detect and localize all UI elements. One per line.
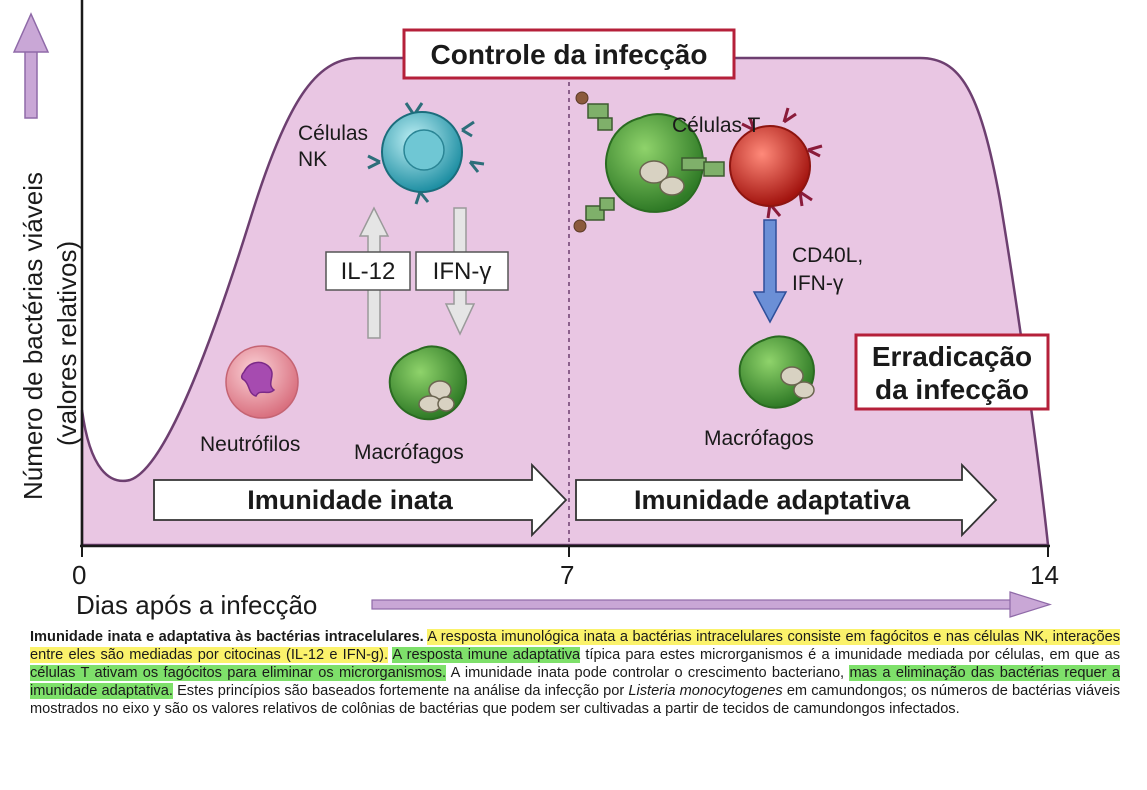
x-axis-arrow — [371, 591, 1053, 618]
caption-text-9: em camundongos; os números de bactérias … — [30, 683, 1121, 717]
svg-text:Controle da infecção: Controle da infecção — [431, 39, 708, 70]
t-cells-label: Células T — [672, 114, 760, 137]
caption-highlight-2: A resposta imune adaptativa — [392, 647, 581, 663]
macrophage-activated — [573, 91, 725, 233]
macrophage-right — [738, 335, 815, 409]
bacteria-curve — [80, 56, 1050, 547]
cd40l-arrow — [752, 219, 788, 324]
figure-caption: Imunidade inata e adaptativa às bactéria… — [30, 628, 1120, 718]
ifng-label-box: IFN-γ — [415, 251, 509, 291]
neutrophil-cell — [225, 345, 299, 419]
nk-label-2: NK — [298, 148, 327, 171]
x-tick-label-0: 0 — [72, 560, 86, 590]
adaptive-immunity-arrow: Imunidade adaptativa — [575, 462, 998, 538]
macrophage-left — [388, 345, 467, 421]
svg-text:Imunidade adaptativa: Imunidade adaptativa — [634, 485, 911, 515]
x-tick-label-14: 14 — [1030, 560, 1059, 590]
x-tick-label-7: 7 — [560, 560, 574, 590]
caption-text-7: Estes princípios são baseados fortemente… — [177, 683, 625, 699]
control-infection-box: Controle da infecção — [402, 28, 736, 80]
infection-diagram: Número de bactérias viáveis (valores rel… — [12, 0, 1059, 620]
svg-text:IL-12: IL-12 — [341, 258, 396, 285]
svg-text:IFN-γ: IFN-γ — [433, 258, 492, 285]
svg-text:Erradicação: Erradicação — [872, 341, 1032, 372]
x-axis-label: Dias após a infecção — [76, 590, 317, 620]
y-axis-label-sub: (valores relativos) — [52, 241, 82, 446]
macrophages-left-label: Macrófagos — [354, 441, 464, 464]
nk-label: Células — [298, 122, 368, 145]
svg-text:da infecção: da infecção — [875, 374, 1029, 405]
il12-label-box: IL-12 — [325, 251, 411, 291]
innate-immunity-arrow: Imunidade inata — [153, 462, 568, 538]
caption-title: Imunidade inata e adaptativa às bactéria… — [30, 629, 424, 645]
caption-text-3: típica para estes microrganismos é a imu… — [585, 647, 1121, 663]
cd40l-label: CD40L, — [792, 244, 863, 267]
y-axis-arrow — [12, 12, 50, 119]
y-axis-label: Número de bactérias viáveis — [18, 172, 48, 500]
nk-cell — [367, 102, 485, 205]
eradication-box: Erradicação da infecção — [854, 333, 1050, 411]
caption-text-5: A imunidade inata pode controlar o cresc… — [450, 665, 845, 681]
svg-text:Imunidade inata: Imunidade inata — [247, 485, 454, 515]
neutrophils-label: Neutrófilos — [200, 433, 300, 456]
macrophages-right-label: Macrófagos — [704, 427, 814, 450]
cd40l-label-2: IFN-γ — [792, 272, 844, 295]
t-cell — [729, 107, 823, 219]
caption-highlight-4: células T ativam os fagócitos para elimi… — [30, 665, 447, 681]
caption-species: Listeria monocytogenes — [628, 683, 783, 699]
